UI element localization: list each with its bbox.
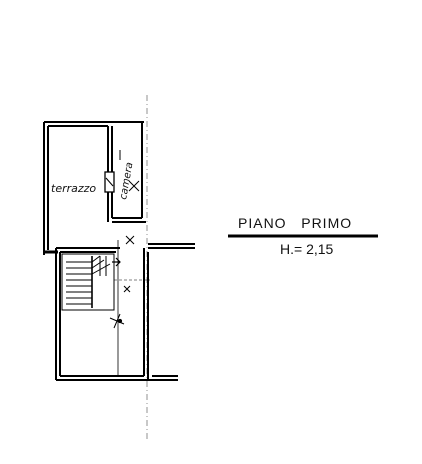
camera-right-wall — [112, 122, 146, 223]
lower-bottom-wall — [56, 375, 178, 381]
upper-block — [43, 121, 146, 255]
lower-left-wall — [55, 248, 61, 380]
floor-title: PIANO PRIMO — [238, 215, 352, 231]
upper-connection-wall — [148, 243, 195, 249]
cross-marks — [109, 180, 140, 329]
lower-block — [55, 240, 195, 381]
door-leaf — [105, 177, 114, 187]
stair-top-wall — [56, 247, 120, 253]
lower-right-wall — [143, 248, 149, 380]
terrazzo-wall — [43, 121, 144, 255]
height-label: H.= 2,15 — [280, 241, 334, 257]
stair-arrow — [112, 257, 121, 267]
stair-void — [61, 253, 115, 311]
camera-label: camera — [118, 161, 135, 200]
terrazzo-label: terrazzo — [51, 182, 96, 195]
stair-treads — [66, 255, 111, 308]
